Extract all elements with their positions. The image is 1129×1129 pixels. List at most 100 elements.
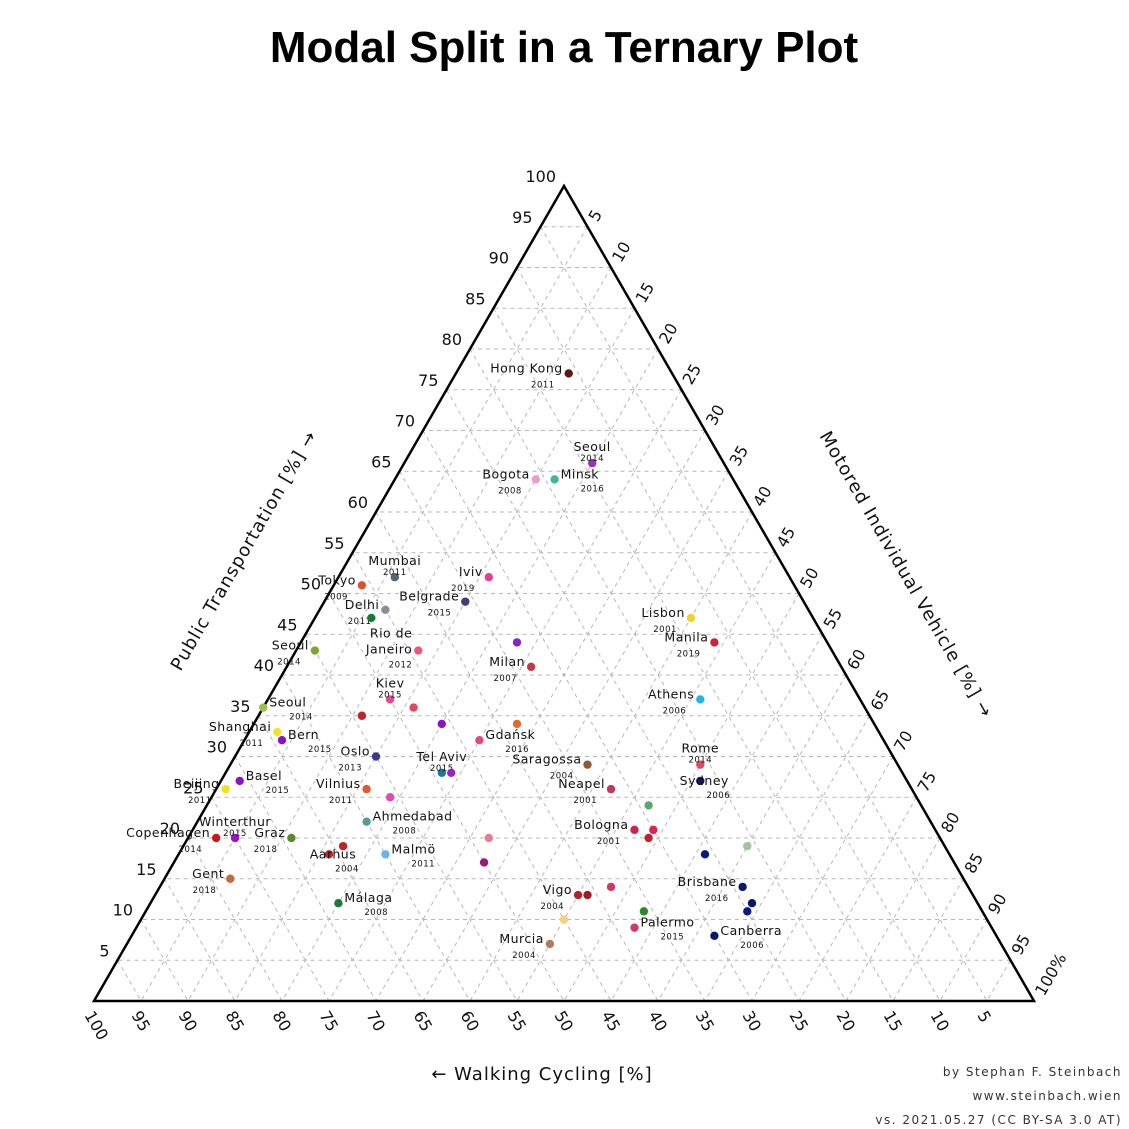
data-point[interactable] [484, 833, 493, 843]
data-point[interactable] [564, 369, 573, 378]
right-tick-label: 80 [937, 809, 964, 836]
data-point[interactable] [324, 850, 334, 859]
data-point[interactable] [526, 662, 536, 672]
data-point[interactable] [334, 899, 343, 908]
data-point[interactable] [573, 890, 583, 900]
data-point[interactable] [630, 825, 639, 835]
data-point[interactable] [235, 776, 244, 786]
data-point[interactable] [644, 801, 653, 810]
data-point[interactable] [414, 646, 423, 655]
grid-line-walking-cycling [493, 308, 894, 1002]
data-point[interactable] [484, 573, 493, 582]
data-point[interactable] [338, 841, 348, 851]
data-point[interactable] [630, 923, 639, 932]
data-point[interactable] [649, 825, 658, 835]
data-point[interactable] [221, 784, 230, 794]
left-tick-label: 55 [324, 534, 344, 553]
data-point[interactable] [367, 613, 376, 623]
data-point[interactable] [385, 793, 395, 802]
data-point[interactable] [644, 833, 653, 843]
left-tick-label: 25 [183, 778, 203, 797]
data-point[interactable] [512, 638, 522, 647]
city-label: Rome [681, 741, 719, 756]
city-label: Winterthur [199, 814, 271, 829]
city-label: Kiev [376, 675, 405, 690]
data-point[interactable] [385, 695, 395, 704]
data-point[interactable] [277, 736, 287, 745]
data-point[interactable] [310, 646, 320, 655]
data-point-group [649, 825, 658, 835]
data-point[interactable] [437, 719, 446, 729]
grid-line-walking-cycling [281, 674, 471, 1002]
data-point[interactable] [461, 597, 470, 606]
data-point[interactable] [371, 752, 381, 761]
data-point[interactable] [479, 858, 489, 867]
data-point[interactable] [381, 605, 390, 614]
data-point[interactable] [390, 573, 399, 582]
data-point[interactable] [475, 736, 484, 745]
data-point[interactable] [606, 882, 616, 892]
data-point[interactable] [273, 727, 282, 737]
bottom-tick-label: 80 [269, 1008, 296, 1035]
right-tick-label: 35 [726, 442, 753, 469]
data-point[interactable] [743, 907, 752, 916]
data-point[interactable] [550, 475, 559, 484]
data-point[interactable] [230, 833, 240, 843]
data-point[interactable] [512, 719, 522, 729]
grid-line-motored-vehicle [234, 308, 635, 1002]
left-tick-label: 75 [418, 371, 438, 390]
data-point[interactable] [531, 475, 540, 484]
data-point[interactable] [696, 760, 705, 769]
data-point[interactable] [696, 695, 705, 704]
data-point[interactable] [606, 784, 616, 794]
left-tick-label: 5 [99, 941, 109, 960]
year-label: 2019 [451, 584, 475, 594]
grid-line-motored-vehicle [657, 674, 847, 1002]
year-label: 2015 [378, 690, 402, 700]
data-point[interactable] [583, 760, 592, 769]
data-point[interactable] [437, 768, 446, 777]
data-point[interactable] [545, 939, 555, 949]
data-point[interactable] [710, 931, 719, 940]
data-point[interactable] [710, 638, 719, 647]
credit-website[interactable]: www.steinbach.wien [972, 1089, 1122, 1103]
data-point[interactable] [686, 613, 696, 623]
data-point[interactable] [259, 703, 268, 712]
year-label: 2008 [498, 486, 522, 496]
data-point[interactable] [588, 458, 597, 468]
data-point[interactable] [639, 907, 649, 916]
city-label: Basel [246, 768, 282, 783]
grid-line-motored-vehicle [140, 226, 588, 1002]
data-point[interactable] [381, 850, 390, 859]
grid-line-motored-vehicle [328, 389, 682, 1002]
credit-author: by Stephan F. Steinbach [943, 1065, 1122, 1079]
city-label: Lisbon [641, 605, 684, 620]
right-tick-label: 20 [655, 320, 682, 347]
data-point[interactable] [747, 899, 757, 908]
right-tick-label: 65 [867, 687, 894, 714]
right-tick-label: 10 [608, 238, 635, 265]
data-point[interactable] [696, 776, 705, 786]
year-label: 2009 [324, 592, 348, 602]
data-point[interactable] [362, 817, 371, 826]
data-point[interactable] [447, 768, 456, 777]
data-point[interactable] [409, 703, 418, 712]
data-point[interactable] [357, 711, 367, 720]
data-point[interactable] [226, 874, 235, 883]
data-point[interactable] [743, 841, 752, 851]
data-point[interactable] [212, 833, 221, 843]
data-point[interactable] [357, 581, 367, 590]
data-point[interactable] [583, 890, 592, 900]
data-point[interactable] [700, 850, 710, 859]
grid-line-walking-cycling [446, 389, 800, 1002]
data-point[interactable] [362, 784, 371, 794]
data-point[interactable] [287, 833, 296, 843]
grid-line-motored-vehicle [986, 960, 1011, 1002]
data-point[interactable] [559, 915, 569, 924]
grid-line-motored-vehicle [563, 593, 800, 1002]
data-point[interactable] [738, 882, 747, 892]
